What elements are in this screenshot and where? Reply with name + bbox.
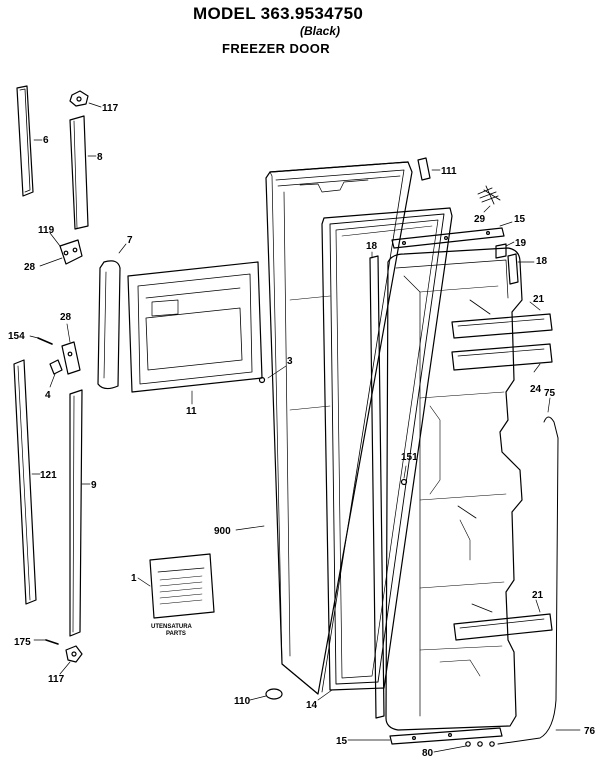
part-119-hinge-bracket — [39, 232, 83, 267]
part-121-trim-long — [13, 359, 41, 605]
label-24: 24 — [530, 384, 542, 395]
label-151: 151 — [401, 452, 418, 463]
part-80-screws — [433, 741, 495, 753]
part-15-bottom-trim — [347, 727, 503, 745]
label-121: 121 — [40, 470, 57, 481]
label-14: 14 — [306, 700, 318, 711]
part-28-bracket-lower — [61, 323, 81, 375]
label-28-lower: 28 — [60, 312, 72, 323]
part-1-booklet — [137, 553, 215, 619]
label-6: 6 — [43, 135, 49, 146]
part-21-shelf-lower — [453, 599, 553, 641]
part-21-shelf-upper — [451, 301, 553, 339]
inner-door-liner — [385, 247, 523, 731]
part-75-wire — [497, 397, 581, 745]
label-175: 175 — [14, 637, 31, 648]
part-7-handle — [97, 243, 127, 390]
part-111-bracket — [417, 157, 441, 181]
label-11: 11 — [186, 406, 197, 417]
label-8: 8 — [97, 152, 103, 163]
label-18-left: 18 — [366, 241, 378, 252]
label-15-top: 15 — [514, 214, 526, 225]
part-151-screw — [400, 465, 408, 486]
section-title: FREEZER DOOR — [222, 41, 331, 56]
part-117-clip-top — [69, 90, 102, 108]
label-119: 119 — [38, 225, 55, 236]
part-175-screw — [33, 639, 59, 645]
label-21-lower: 21 — [532, 590, 544, 601]
part-24-shelf — [451, 343, 553, 373]
label-111: 111 — [441, 166, 457, 177]
part-9-channel-long — [69, 389, 91, 637]
label-29: 29 — [474, 214, 486, 225]
label-4: 4 — [45, 390, 51, 401]
model-color: (Black) — [300, 24, 341, 38]
part-8-channel — [69, 115, 97, 230]
booklet-caption-1: UTENSATURA — [151, 624, 193, 630]
part-15-top-trim — [391, 221, 513, 249]
part-117-clip-bottom — [59, 645, 83, 675]
label-76: 76 — [584, 726, 596, 737]
part-14-gasket — [317, 207, 453, 701]
part-29-brush — [477, 185, 501, 213]
label-80: 80 — [422, 748, 434, 759]
label-110: 110 — [234, 696, 251, 707]
label-9: 9 — [91, 480, 97, 491]
booklet-caption-2: PARTS — [166, 631, 186, 637]
part-3-screw — [258, 365, 287, 384]
part-110-foot — [249, 688, 283, 701]
label-15-bottom: 15 — [336, 736, 348, 747]
label-117-bottom: 117 — [48, 674, 65, 685]
part-19-cap — [495, 241, 515, 259]
label-154: 154 — [8, 331, 25, 342]
part-900-outer-door — [235, 161, 413, 695]
part-18-rail-left — [369, 251, 385, 719]
label-117-top: 117 — [102, 103, 119, 114]
label-18-right: 18 — [536, 256, 548, 267]
part-154-screw — [29, 335, 53, 345]
part-6-trim-strip — [16, 85, 43, 197]
label-75: 75 — [544, 388, 556, 399]
part-4-clip — [49, 359, 63, 388]
part-11-frame — [127, 261, 263, 405]
label-19: 19 — [515, 238, 527, 249]
label-28-top: 28 — [24, 262, 36, 273]
label-3: 3 — [287, 356, 293, 367]
label-7: 7 — [127, 235, 133, 246]
part-18-rail-right — [507, 253, 535, 285]
model-title: MODEL 363.9534750 — [193, 4, 364, 23]
label-1: 1 — [131, 573, 137, 584]
label-900: 900 — [214, 526, 231, 537]
label-21-upper: 21 — [533, 294, 545, 305]
